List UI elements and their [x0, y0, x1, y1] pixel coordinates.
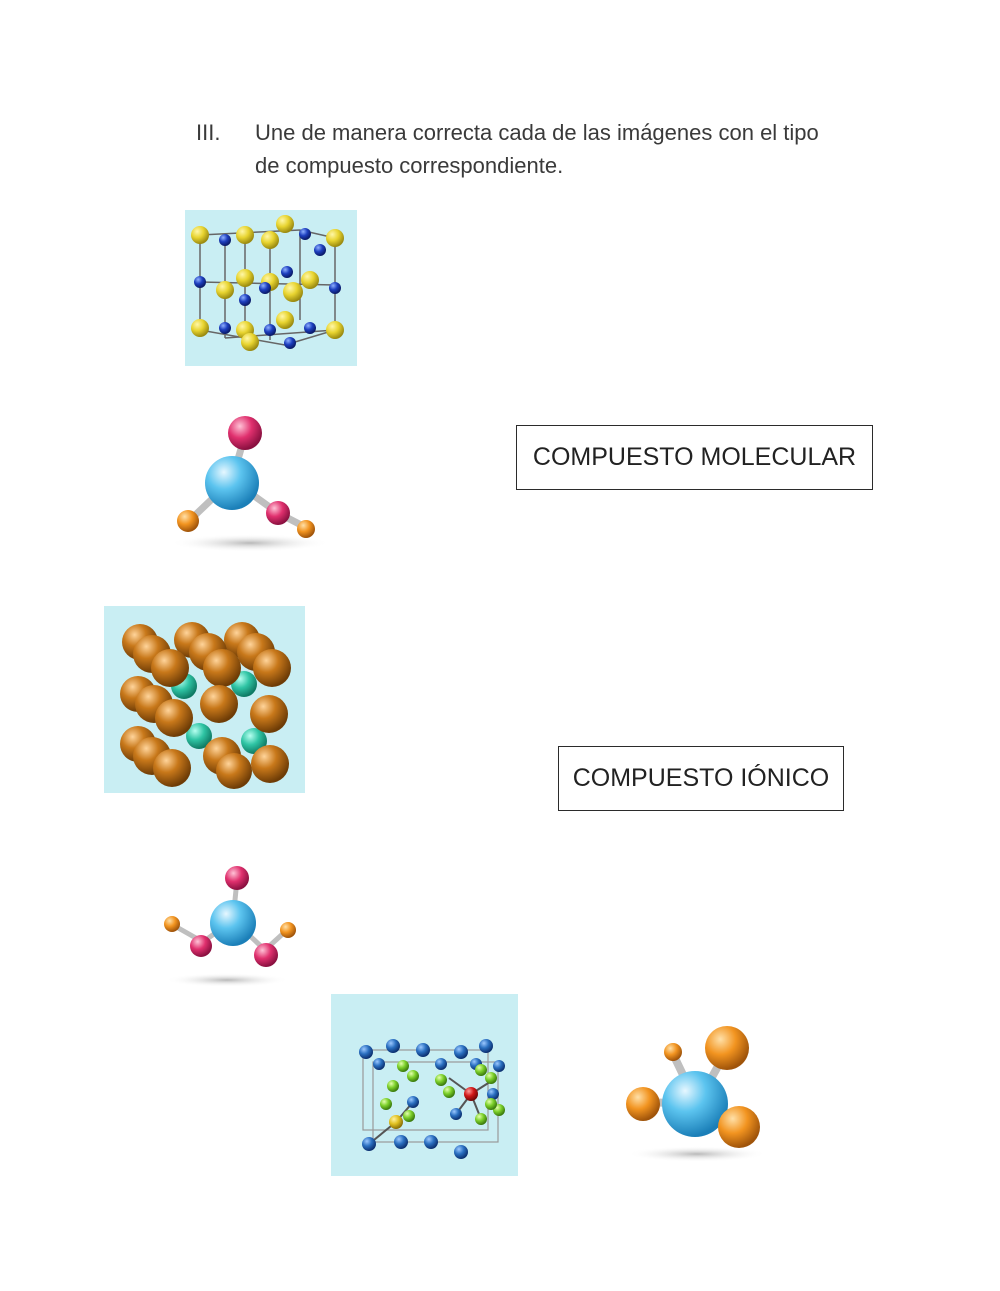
instruction-numeral: III.: [196, 120, 221, 145]
molecule-blue-pink-orange-small-image[interactable]: [155, 860, 305, 992]
ionic-lattice-yellow-blue-image[interactable]: [185, 210, 357, 366]
molecule-blue-orange-image[interactable]: [615, 1022, 777, 1168]
molecule-blue-pink-orange-image[interactable]: [160, 405, 340, 557]
ionic-lattice-brown-teal-image[interactable]: [104, 606, 305, 793]
ionic-compound-label: COMPUESTO IÓNICO: [572, 764, 830, 792]
ionic-compound-box[interactable]: COMPUESTO IÓNICO: [558, 746, 844, 811]
ionic-lattice-blue-green-image[interactable]: [331, 994, 518, 1176]
instruction-text: Une de manera correcta cada de las imáge…: [255, 120, 819, 178]
molecular-compound-box[interactable]: COMPUESTO MOLECULAR: [516, 425, 873, 490]
molecular-compound-label: COMPUESTO MOLECULAR: [532, 443, 857, 471]
